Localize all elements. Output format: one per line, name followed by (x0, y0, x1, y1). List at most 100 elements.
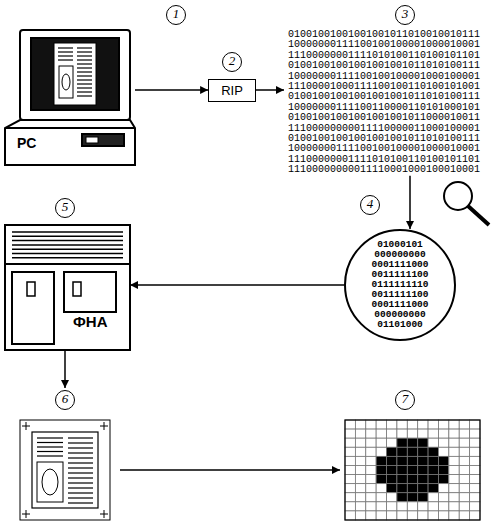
raster-cell (407, 502, 417, 511)
raster-cell (355, 456, 365, 465)
raster-cell (366, 438, 376, 447)
raster-grid-drawing (345, 420, 480, 520)
raster-dot (397, 456, 407, 465)
raster-cell (387, 502, 397, 511)
computer-drawing (54, 43, 96, 105)
raster-cell (470, 447, 480, 456)
rip-label: RIP (221, 83, 243, 98)
raster-cell (438, 502, 448, 511)
imagesetter-drawing (12, 272, 54, 344)
imagesetter-drawing (27, 282, 35, 296)
callout-number: 1 (166, 5, 186, 25)
raster-cell (345, 438, 355, 447)
raster-dot (438, 456, 448, 465)
raster-cell (418, 502, 428, 511)
raster-cell (345, 493, 355, 502)
film-drawing (68, 472, 93, 473)
flow-arrow (256, 89, 284, 91)
raster-cell (418, 429, 428, 438)
computer-drawing (58, 51, 73, 52)
imagesetter-drawing (64, 272, 116, 312)
imagesetter-drawing (12, 253, 123, 255)
raster-cell (449, 447, 459, 456)
flow-arrow (130, 284, 344, 286)
raster-cell (470, 475, 480, 484)
raster-dot (418, 493, 428, 502)
computer-drawing (58, 59, 73, 60)
raster-cell (438, 493, 448, 502)
film-drawing (68, 502, 93, 503)
raster-cell (366, 511, 376, 520)
computer-drawing (82, 134, 124, 146)
computer-drawing (77, 87, 92, 88)
raster-cell (397, 511, 407, 520)
raster-cell (428, 493, 438, 502)
raster-dot (418, 465, 428, 474)
raster-cell (459, 447, 469, 456)
film-drawing (68, 442, 93, 443)
raster-dot (407, 447, 417, 456)
film-drawing (68, 487, 93, 488)
raster-cell (397, 420, 407, 429)
raster-cell (470, 484, 480, 493)
raster-dot (387, 475, 397, 484)
raster-cell (366, 484, 376, 493)
raster-dot (428, 465, 438, 474)
film-drawing (68, 452, 93, 453)
raster-cell (345, 465, 355, 474)
film-drawing (68, 462, 93, 463)
raster-cell (459, 475, 469, 484)
raster-cell (387, 429, 397, 438)
computer-drawing (77, 83, 92, 84)
film-drawing (37, 451, 63, 452)
raster-cell (459, 511, 469, 520)
film-drawing (42, 469, 58, 495)
raster-dot (397, 484, 407, 493)
raster-cell (355, 447, 365, 456)
imagesetter-drawing (73, 282, 81, 296)
imagesetter: 5ФНА (5, 225, 130, 350)
raster-dot (397, 493, 407, 502)
raster-cell (407, 420, 417, 429)
film-drawing (68, 477, 93, 478)
imagesetter-drawing (12, 248, 123, 250)
raster-cell (366, 475, 376, 484)
magnified-bits: 401000101 000000000 0001111000 001111110… (344, 229, 456, 341)
raster-cell (438, 484, 448, 493)
raster-cell (355, 493, 365, 502)
imagesetter-label: ФНА (73, 313, 107, 330)
computer-drawing (77, 51, 92, 52)
computer-drawing (86, 137, 98, 143)
raster-cell (355, 502, 365, 511)
raster-cell (470, 456, 480, 465)
raster-cell (366, 429, 376, 438)
magnified-bits-text: 01000101 000000000 0001111000 0011111100… (370, 240, 430, 330)
raster-cell (438, 447, 448, 456)
flow-arrow (120, 469, 340, 471)
raster-cell (345, 511, 355, 520)
raster-cell (355, 465, 365, 474)
raster-cell (428, 438, 438, 447)
raster-dot (428, 447, 438, 456)
raster-dot (397, 438, 407, 447)
raster-cell (345, 420, 355, 429)
raster-dot (428, 475, 438, 484)
imagesetter-drawing (12, 236, 123, 238)
raster-dot (376, 465, 386, 474)
raster-cell (355, 511, 365, 520)
imagesetter-drawing (12, 244, 123, 246)
raster-cell (345, 456, 355, 465)
raster-cell (366, 447, 376, 456)
film-output: 6 (15, 388, 120, 520)
raster-cell (449, 475, 459, 484)
raster-cell (470, 420, 480, 429)
raster-cell (376, 447, 386, 456)
raster-dot (418, 438, 428, 447)
raster-cell (376, 493, 386, 502)
computer-drawing (59, 66, 73, 98)
raster-cell (470, 493, 480, 502)
raster-cell (438, 429, 448, 438)
film-drawing (32, 432, 98, 508)
raster-cell (428, 502, 438, 511)
